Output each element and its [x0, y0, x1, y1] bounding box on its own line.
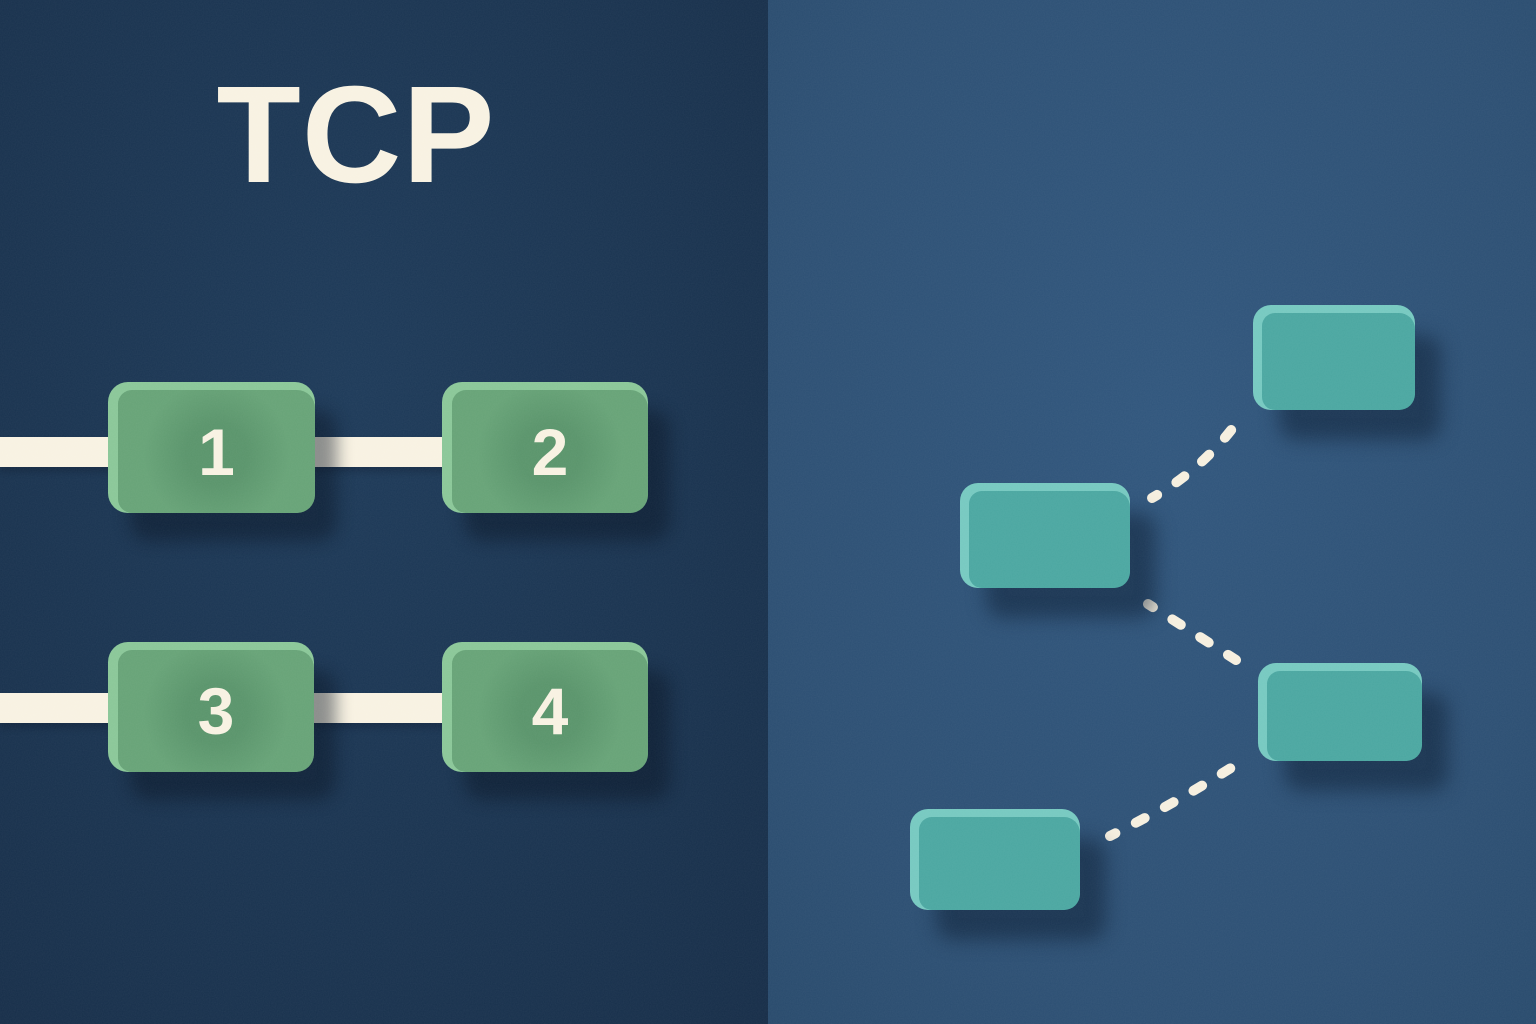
tcp-panel: TCP: [0, 0, 768, 1024]
tcp-packet-4: 4: [442, 642, 648, 772]
tcp-packet-2-label: 2: [531, 414, 569, 489]
tcp-packet-2: 2: [442, 382, 648, 513]
udp-packet-2-label: [970, 491, 1130, 588]
tcp-packet-3: 3: [108, 642, 314, 772]
tcp-packet-1: 1: [108, 382, 315, 513]
udp-packet-1-label: [1263, 313, 1415, 410]
tcp-packet-3-label: 3: [197, 674, 235, 748]
udp-packet-1: [1253, 305, 1415, 410]
udp-packet-3-label: [1268, 671, 1422, 761]
udp-panel: UDP: [768, 0, 1536, 1024]
udp-packet-2: [960, 483, 1130, 588]
udp-packet-4-label: [920, 817, 1080, 910]
udp-packet-4: [910, 809, 1080, 910]
tcp-packet-4-label: 4: [531, 674, 569, 748]
tcp-title: TCP: [216, 58, 496, 212]
tcp-packet-1-label: 1: [198, 414, 235, 489]
udp-packet-3: [1258, 663, 1422, 761]
